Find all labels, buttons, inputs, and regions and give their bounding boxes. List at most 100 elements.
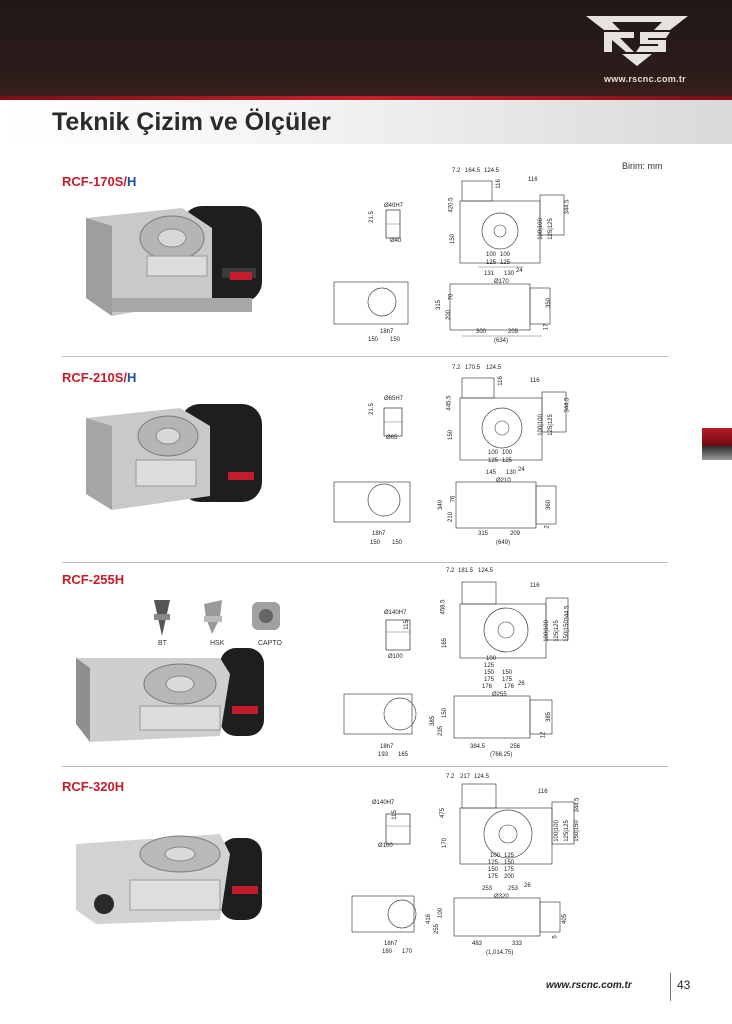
bore-bottom-dim: Ø40: [390, 238, 402, 244]
top-dim-4: 116: [528, 177, 538, 183]
side-dim-3: 26: [524, 883, 531, 889]
bore-top-dim: Ø140H7: [372, 800, 395, 806]
bore-side-dim: 115: [391, 810, 398, 820]
side-dim-11: 193: [378, 752, 389, 758]
footer-divider: [670, 973, 671, 1001]
bore-drawing-rcf-210: [383, 407, 403, 437]
section-divider: [62, 356, 668, 357]
side-dim-1: 176: [482, 684, 493, 690]
top-dim-11: 100: [490, 853, 501, 859]
top-dim-17: 175: [488, 874, 499, 880]
top-dim-11: 100: [486, 656, 497, 662]
model-name: RCF-255H: [62, 572, 125, 587]
side-tab-red: [702, 428, 732, 446]
top-dim-2: 181.5: [458, 568, 474, 574]
side-dim-7: 255: [434, 923, 441, 935]
side-view-drawing-rcf-320: [351, 895, 561, 937]
top-dim-10: 125|125: [547, 218, 554, 240]
model-name: RCF-170S/: [62, 174, 128, 189]
top-dim-11: 100: [486, 252, 497, 258]
top-view-drawing-rcf-255: [459, 581, 569, 659]
top-dim-4: 116: [530, 583, 540, 589]
side-dim-12: 165: [398, 752, 409, 758]
header-banner: www.rscnc.com.tr: [0, 0, 732, 100]
side-dim-13: 483: [472, 941, 483, 947]
page-title: Teknik Çizim ve Ölçüler: [52, 108, 331, 136]
product-photo-rcf-320: [76, 834, 262, 924]
bt-holder-icon: [154, 600, 170, 636]
top-dim-5: 458.5: [440, 599, 447, 615]
top-dim-13: 125: [488, 860, 499, 866]
side-dim-9: 12: [540, 731, 547, 739]
side-dim-15: (634): [494, 338, 509, 344]
tool-label-capto: CAPTO: [258, 640, 282, 647]
top-dim-1: 7.2: [446, 774, 455, 780]
top-dim-7: 170: [442, 837, 449, 849]
side-dim-13: 315: [478, 531, 489, 537]
model-name: RCF-210S/: [62, 370, 128, 385]
tool-holders-image: [154, 600, 280, 636]
side-dim-6: 150: [442, 707, 449, 719]
bore-top-dim: Ø65H7: [384, 396, 404, 402]
side-dim-10: 18h7: [380, 329, 394, 335]
model-suffix: H: [127, 370, 137, 385]
top-dim-4: 116: [530, 378, 540, 384]
top-dim-2: 217: [460, 774, 471, 780]
rs-logo-icon: [586, 16, 688, 66]
top-dim-13: 150: [484, 670, 495, 676]
top-dim-6: 445.5: [446, 395, 453, 411]
side-dim-9: 2: [544, 525, 551, 529]
top-dim-18: 200: [504, 874, 515, 880]
hsk-holder-icon: [204, 600, 222, 634]
side-dim-1: 131: [484, 271, 495, 277]
model-title-rcf-255: RCF-255H: [62, 572, 124, 587]
model-suffix: H: [127, 174, 137, 189]
product-photo-rcf-255: [76, 648, 264, 742]
side-dim-2: 253: [508, 886, 519, 892]
top-dim-9: 125|125: [563, 820, 570, 842]
top-dim-1: 7.2: [446, 568, 455, 574]
top-dim-2: 164.5: [465, 168, 481, 174]
top-dim-8: 150: [448, 429, 455, 441]
top-dim-9: 125|125: [553, 620, 560, 642]
footer-website[interactable]: www.rscnc.com.tr: [546, 980, 632, 991]
top-dim-13: 125: [488, 458, 499, 464]
side-dim-7: 210: [448, 511, 455, 523]
top-dim-12: 125: [484, 663, 495, 669]
side-dim-5: 416: [426, 913, 433, 925]
bore-drawing-rcf-255: [385, 619, 411, 651]
bore-bottom-dim: Ø100: [378, 843, 393, 849]
side-dim-14: 209: [510, 531, 521, 537]
header-website[interactable]: www.rscnc.com.tr: [604, 74, 686, 84]
capto-holder-icon: [252, 602, 280, 630]
top-dim-9: 100|100: [537, 218, 544, 240]
side-dim-5: 340: [438, 499, 445, 511]
bore-drawing-rcf-170: [385, 209, 401, 239]
bore-drawing-rcf-320: [385, 813, 411, 845]
top-dim-14: 125: [502, 458, 513, 464]
side-view-drawing-rcf-210: [333, 481, 557, 529]
top-dim-4: 116: [538, 789, 548, 795]
side-dim-14: 256: [510, 744, 521, 750]
side-dim-4: Ø170: [494, 279, 509, 285]
tool-label-bt: BT: [158, 640, 167, 647]
product-photo-rcf-210: [86, 404, 262, 510]
bore-top-dim: Ø140H7: [384, 610, 407, 616]
side-dim-10: 18h7: [384, 941, 398, 947]
side-dim-7: 200: [446, 309, 453, 321]
top-dim-14: 125: [500, 260, 511, 266]
side-dim-12: 170: [402, 949, 413, 955]
product-photo-rcf-170: [86, 206, 262, 316]
side-dim-5: 315: [436, 299, 443, 311]
top-dim-9: 100|100: [537, 414, 544, 436]
side-dim-6: 70: [448, 293, 455, 301]
top-dim-5: 116: [497, 376, 504, 386]
top-dim-3: 124.5: [484, 168, 500, 174]
top-dim-1: 7.2: [452, 168, 461, 174]
side-dim-4: Ø320: [494, 894, 509, 900]
side-dim-2: 130: [504, 271, 515, 277]
top-dim-11: 100: [488, 450, 499, 456]
side-dim-5: 385: [430, 715, 437, 727]
top-view-drawing-rcf-170: [459, 180, 565, 268]
side-dim-7: 235: [438, 725, 445, 737]
